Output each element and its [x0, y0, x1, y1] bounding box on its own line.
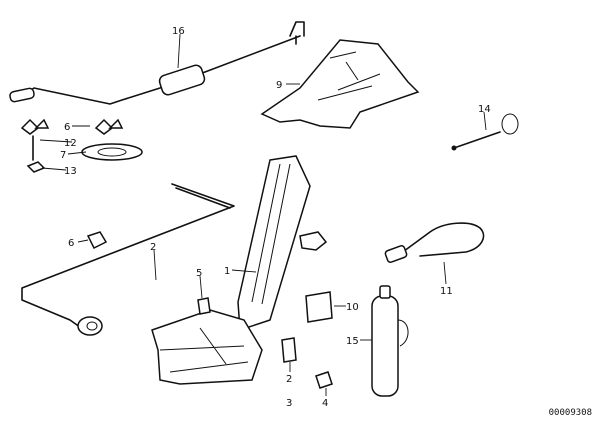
callout-14: 14: [478, 104, 491, 115]
canister-part: [371, 285, 409, 397]
leader-lines: [39, 33, 487, 396]
callout-2b: 2: [286, 374, 292, 385]
callout-6b: 6: [68, 238, 74, 249]
wing-nut-part: [20, 118, 143, 173]
clip-part: [86, 231, 108, 250]
callout-3: 3: [286, 398, 292, 409]
callout-labels: 16 9 6 12 7 13 14 6 2 1 5 11 10 15 2 4 3: [60, 26, 491, 409]
callout-1: 1: [224, 266, 230, 277]
callout-10: 10: [346, 302, 359, 313]
clamp-block-part: [305, 291, 333, 323]
callout-7: 7: [60, 150, 66, 161]
callout-15: 15: [346, 336, 359, 347]
callout-4: 4: [322, 398, 328, 409]
callout-13: 13: [64, 166, 77, 177]
pin-part: [451, 113, 519, 151]
callout-6a: 6: [64, 122, 70, 133]
reference-number: 00009308: [548, 408, 592, 418]
tow-eye-part: [384, 222, 485, 263]
wheel-brace-part: [21, 183, 235, 336]
callout-12: 12: [64, 138, 77, 149]
callout-11: 11: [440, 286, 453, 297]
crank-handle-part: [9, 21, 305, 105]
tray-bracket-part: [260, 39, 420, 129]
callout-9: 9: [276, 80, 282, 91]
jack-part: [151, 155, 328, 385]
hardware-part: [197, 297, 333, 389]
callout-2a: 2: [150, 242, 156, 253]
callout-16: 16: [172, 26, 185, 37]
callout-5: 5: [196, 268, 202, 279]
